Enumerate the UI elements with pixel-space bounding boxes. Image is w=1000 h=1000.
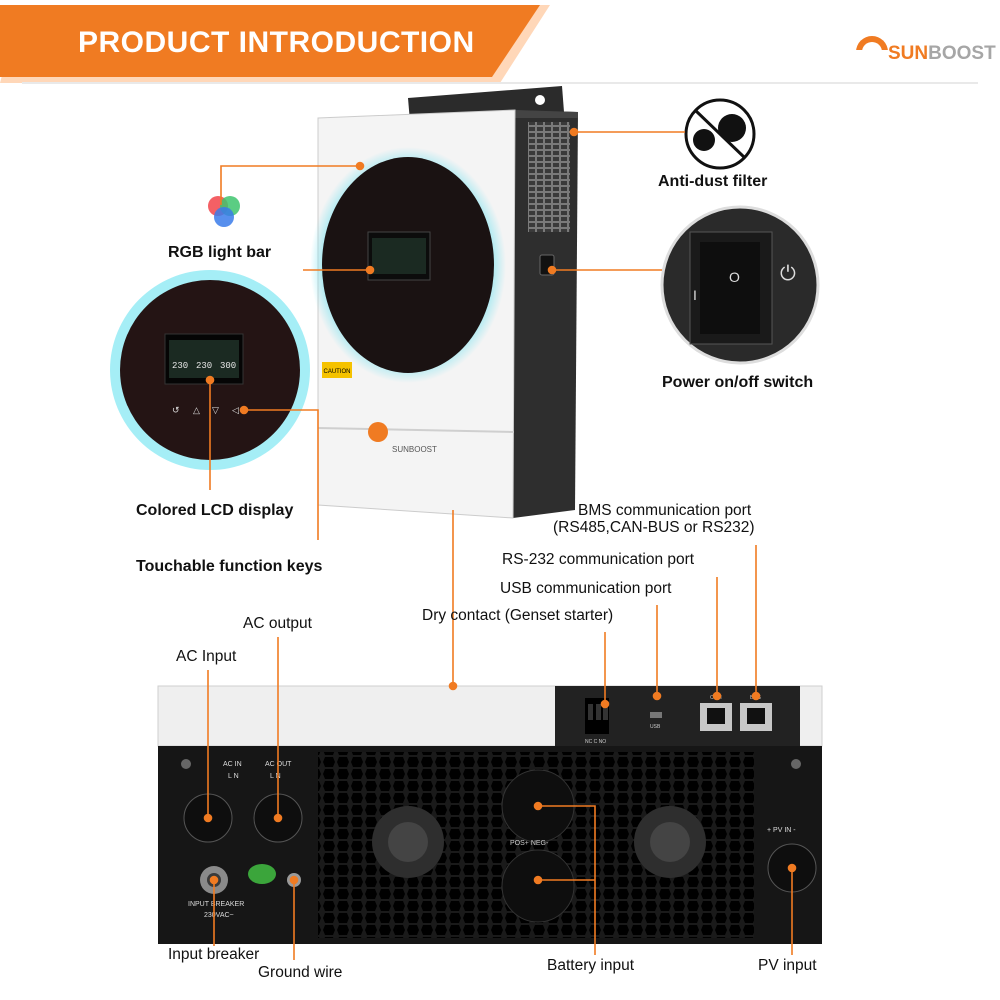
brand-prefix: SUN [888, 43, 929, 64]
lcd-readout-2: 230 [196, 361, 212, 371]
label-bms-port-1: BMS communication port [578, 502, 752, 519]
breaker-tag-1: INPUT BREAKER [188, 901, 244, 908]
label-pv-input: PV input [758, 957, 817, 974]
header-banner [0, 5, 550, 83]
brand-suffix: BOOST [928, 43, 996, 64]
label-anti-dust-filter: Anti-dust filter [658, 173, 768, 190]
lcd-zoom-circle: 230 230 300 ↺ △ ▽ ◁ [110, 270, 310, 470]
inverter-side-panel [513, 110, 578, 518]
label-battery-input: Battery input [547, 957, 635, 974]
caution-tag: CAUTION [324, 369, 351, 375]
pv-tag: + PV IN - [767, 827, 796, 834]
lcd-readout-3: 300 [220, 361, 236, 371]
relay-tag: NC C NO [585, 739, 606, 745]
usb-tag: USB [650, 724, 661, 730]
label-rs232-port: RS-232 communication port [502, 551, 695, 568]
ac-in-tag: AC IN [223, 761, 242, 768]
label-usb-port: USB communication port [500, 580, 672, 597]
bottom-panel: NC C NO USB COM BMS POS+ NEG- AC IN AC O… [157, 685, 823, 944]
front-brand: SUNBOOST [392, 445, 437, 454]
label-touch-keys: Touchable function keys [136, 558, 323, 575]
svg-text:⏻: ⏻ [780, 261, 796, 285]
svg-text:↺: ↺ [172, 405, 180, 415]
power-switch-zoom-circle: I O ⏻ [660, 205, 820, 365]
lcd-readout-1: 230 [172, 361, 188, 371]
rgb-icon [208, 196, 240, 227]
battery-tag: POS+ NEG- [510, 840, 549, 847]
inverter-front: CAUTION SUNBOOST [310, 109, 516, 519]
svg-text:▽: ▽ [212, 405, 219, 415]
label-ground-wire: Ground wire [258, 964, 343, 981]
svg-text:◁: ◁ [232, 405, 239, 415]
ac-in-ln-tag: L N [228, 773, 239, 780]
label-power-switch: Power on/off switch [662, 374, 814, 391]
label-input-breaker: Input breaker [168, 946, 260, 963]
anti-dust-icon [684, 98, 756, 170]
label-bms-port-2: (RS485,CAN-BUS or RS232) [553, 519, 755, 536]
label-dry-contact: Dry contact (Genset starter) [422, 607, 614, 624]
label-ac-input: AC Input [176, 648, 237, 665]
breaker-tag-2: 230VAC~ [204, 912, 234, 919]
page-title: PRODUCT INTRODUCTION [78, 26, 475, 59]
svg-text:O: O [729, 269, 740, 285]
label-colored-lcd: Colored LCD display [136, 502, 294, 519]
label-ac-output: AC output [243, 615, 312, 632]
svg-text:I: I [693, 287, 697, 303]
callout-lines [203, 127, 797, 960]
label-rgb-light-bar: RGB light bar [168, 244, 272, 261]
ac-out-ln-tag: L N [270, 773, 281, 780]
header-divider [22, 82, 978, 84]
svg-text:△: △ [193, 405, 200, 415]
